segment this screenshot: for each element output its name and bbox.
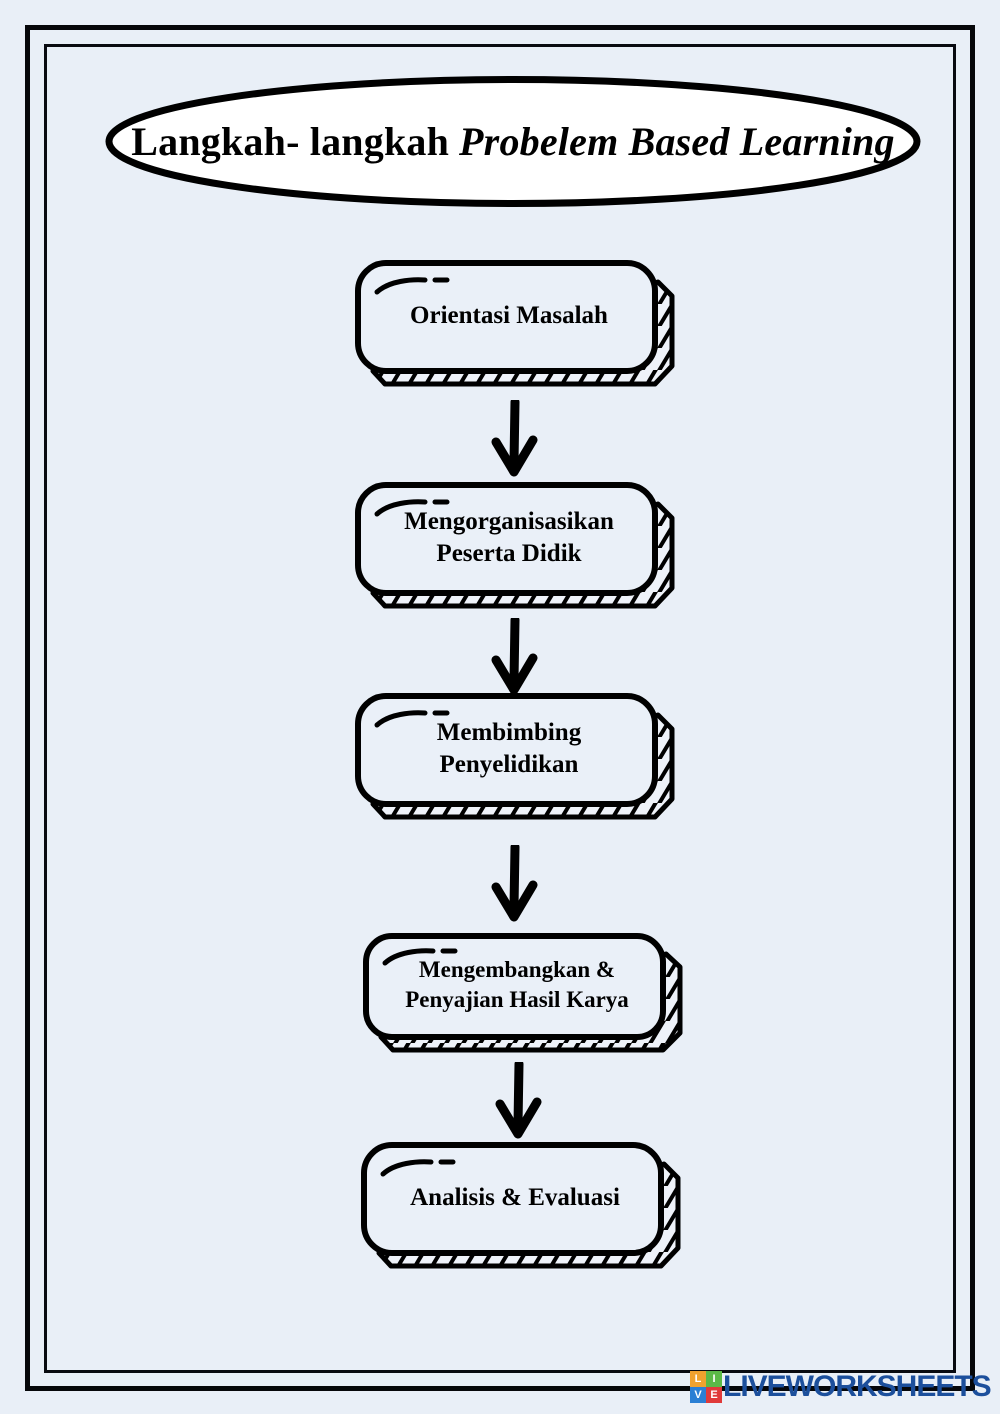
flow-arrow-2 (488, 618, 542, 696)
flow-step-1[interactable]: Orientasi Masalah (355, 260, 675, 393)
flow-step-3[interactable]: Membimbing Penyelidikan (355, 693, 675, 826)
title-emphasis: Probelem Based Learning (459, 119, 895, 164)
logo-cell-v: V (690, 1387, 706, 1403)
down-arrow-icon (491, 845, 538, 922)
flow-step-5-shape (361, 1142, 681, 1269)
logo-cell-l: L (690, 1371, 706, 1387)
title-ellipse: Langkah- langkah Probelem Based Learning (104, 74, 922, 209)
liveworksheets-wordmark: LIVEWORKSHEETS (723, 1370, 992, 1403)
down-arrow-icon (491, 400, 538, 477)
title-ellipse-shape (105, 76, 921, 207)
flow-arrow-3 (488, 845, 542, 923)
flow-arrow-4 (492, 1062, 546, 1140)
down-arrow-icon (495, 1062, 542, 1139)
page-title: Langkah- langkah Probelem Based Learning (104, 74, 922, 209)
flow-arrow-1 (488, 400, 542, 478)
down-arrow-icon (491, 618, 538, 695)
liveworksheets-watermark: L I V E LIVEWORKSHEETS (690, 1370, 992, 1403)
flow-step-3-shape (355, 693, 675, 820)
title-plain: Langkah- langkah (131, 119, 450, 164)
logo-cell-e: E (706, 1387, 722, 1403)
flow-step-4[interactable]: Mengembangkan & Penyajian Hasil Karya (363, 933, 683, 1058)
flow-step-2-shape (355, 482, 675, 609)
page-border-outer (25, 25, 975, 1391)
flow-step-4-shape (363, 933, 683, 1053)
logo-cell-i: I (706, 1371, 722, 1387)
liveworksheets-logo-icon: L I V E (690, 1371, 722, 1403)
flow-step-2[interactable]: Mengorganisasikan Peserta Didik (355, 482, 675, 615)
flow-step-5[interactable]: Analisis & Evaluasi (361, 1142, 681, 1275)
flow-step-1-shape (355, 260, 675, 387)
